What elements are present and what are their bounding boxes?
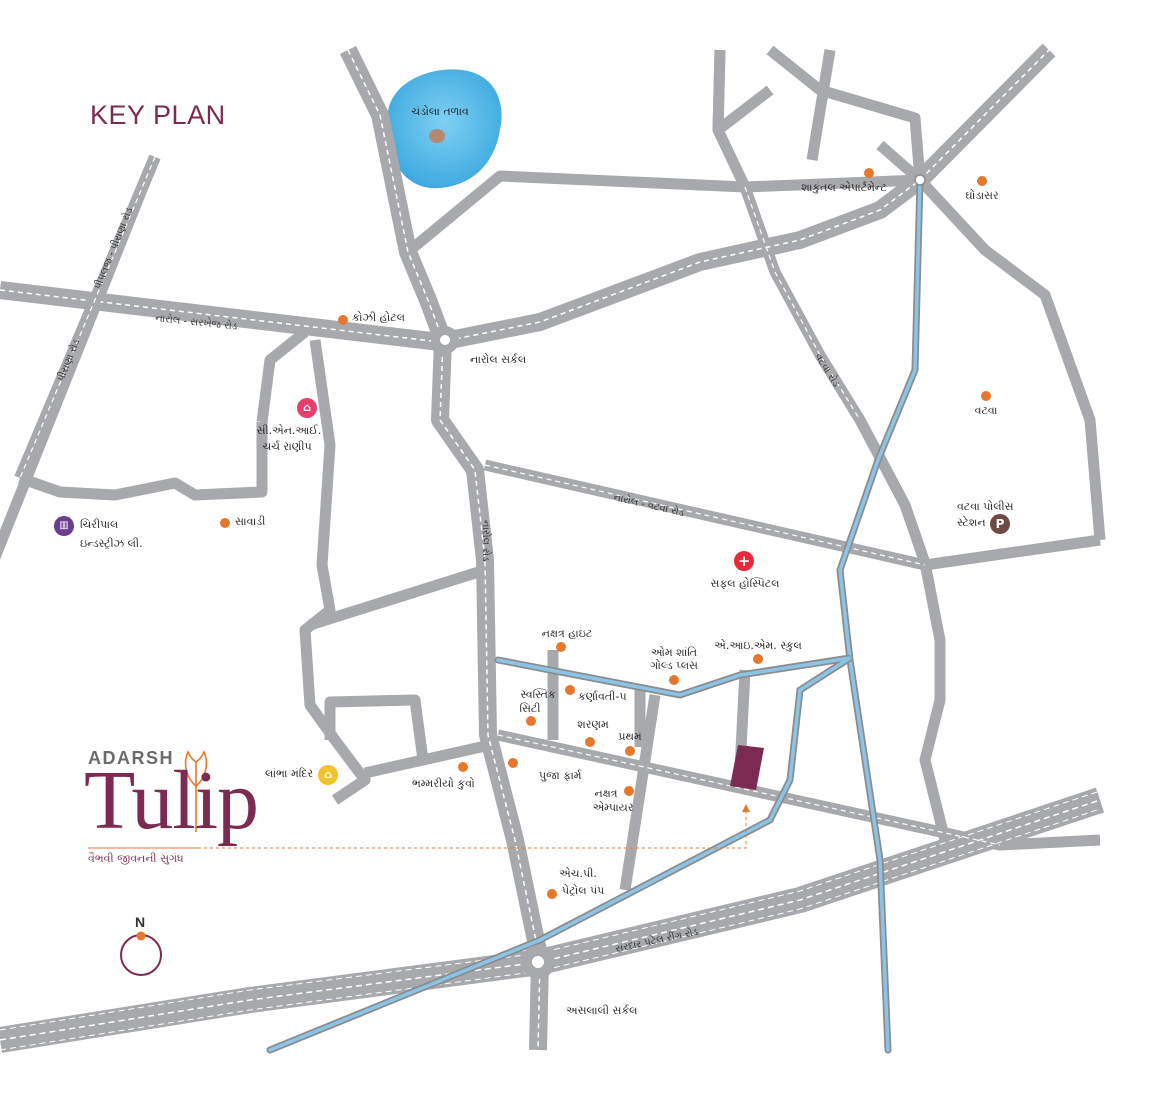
label-puja-farm: પુજા ફાર્મ: [539, 769, 582, 782]
poi-dot-icon: [526, 716, 536, 726]
road-label-vatva: વટવા રોડ: [812, 351, 843, 390]
poi-dot-icon: [565, 685, 575, 695]
chandola-lake: [387, 69, 502, 189]
compass-dot: [136, 931, 146, 941]
label-shakuntal: શાકુંતલ એપાર્ટમેન્ટ: [801, 181, 887, 194]
label-hp-2: પેટ્રોલ પંપ: [562, 884, 605, 897]
label-cozy-hotel: કોઝી હોટલ: [352, 311, 405, 324]
brand-top: ADARSH: [88, 748, 175, 768]
poi-dot-icon: [585, 737, 595, 747]
label-narol-circle: નારોલ સર્કલ: [470, 353, 527, 366]
label-aslali-circle: અસલાલી સર્કલ: [566, 1004, 638, 1017]
label-chiripal-2: ઇન્ડસ્ટ્રીઝ લી.: [80, 537, 143, 550]
label-swastik-1: સ્વસ્તિક: [520, 688, 556, 701]
poi-dot-icon: [669, 675, 679, 685]
label-nakshatra-empire-2: એમ્પાયર: [592, 801, 634, 814]
poi-dot-icon: [508, 758, 518, 768]
temple-icon: ⌂: [318, 765, 338, 785]
poi-dot-icon: [753, 654, 763, 664]
hospital-cross-icon: +: [734, 551, 754, 571]
poi-dot-icon: [556, 642, 566, 652]
label-vatva-police-1: વટવા પોલીસ: [957, 500, 1014, 513]
compass-ring: [120, 934, 162, 976]
label-om-shanti-2: ગોલ્ડ પ્લસ: [650, 659, 698, 672]
site-marker[interactable]: [730, 745, 764, 790]
label-vatva: વટવા: [974, 404, 998, 417]
label-chiripal-1: ચિરીપાલ: [80, 518, 119, 531]
label-karnavati: કર્ણાવતી-૫: [578, 690, 627, 703]
lake-island: [429, 129, 445, 143]
site-pointer-arrow: [742, 804, 750, 812]
tulip-logo-icon: [184, 750, 208, 832]
compass-north: N: [135, 914, 146, 930]
label-swastik-2: સિટી: [519, 702, 541, 715]
label-ghodasar: ઘોડાસર: [965, 189, 999, 202]
label-cni-1: સી.એન.આઈ.: [256, 424, 322, 437]
brand-tagline: વૈભવી જીવનની સુગંધ: [88, 852, 184, 865]
label-nakshatra-empire-1: નક્ષત્ર: [594, 787, 618, 800]
label-bhammariyo-kuvo: ભમ્મરીયો કુવો: [412, 777, 475, 790]
church-icon: ⌂: [297, 398, 317, 418]
poi-dot-icon: [864, 168, 874, 178]
poi-dot-icon: [220, 518, 230, 528]
road-label-piplaj-pirana: પીપલજ - પીરાણા રોડ: [91, 205, 136, 291]
rail-lines: [266, 176, 924, 1054]
label-pratham: પ્રથમ: [618, 730, 642, 743]
poi-dot-icon: [338, 315, 348, 325]
label-sharnam: શરણમ: [577, 718, 609, 731]
poi-dot-icon: [977, 176, 987, 186]
narol-circle-marker: [431, 326, 459, 354]
aslali-circle-marker: [521, 945, 555, 979]
label-om-shanti-1: ઓમ શાંતિ: [650, 646, 698, 659]
label-safal-hospital: સફલ હોસ્પિટલ: [710, 577, 780, 590]
key-plan-title: KEY PLAN: [90, 100, 226, 130]
poi-dot-icon: [981, 391, 991, 401]
poi-dot-icon: [625, 746, 635, 756]
poi-dot-icon: [458, 762, 468, 772]
road-label-narol: નારોલ રોડ: [480, 520, 493, 562]
label-hp-1: એચ.પી.: [559, 867, 597, 880]
parking-icon: P: [990, 514, 1010, 534]
factory-icon: ▥: [54, 516, 74, 536]
site-pointer-line: [198, 808, 747, 849]
label-nakshatra-height: નક્ષત્ર હાઇટ: [541, 627, 593, 640]
lake-label: ચંડોલા તળાવ: [411, 105, 469, 118]
poi-dot-icon: [547, 889, 557, 899]
junction-marker: [914, 174, 926, 186]
label-aim-school: એ.આઇ.એમ. સ્કુલ: [714, 639, 802, 652]
label-lambha-mandir: લાંભા મંદિર: [265, 767, 314, 780]
poi-dot-icon: [624, 786, 634, 796]
label-cni-2: ચર્ચ રાણીપ: [262, 440, 312, 453]
label-vatva-police-2: સ્ટેશન: [957, 516, 986, 529]
label-savadi: સાવાડી: [235, 515, 266, 528]
brand-main: Tulip: [84, 754, 259, 847]
